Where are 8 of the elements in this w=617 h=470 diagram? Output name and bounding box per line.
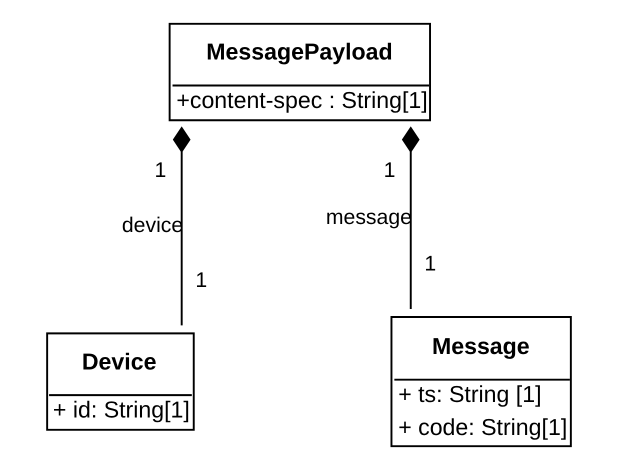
- label: 1: [154, 159, 166, 182]
- connector: [172, 126, 190, 326]
- label: 1: [424, 252, 436, 276]
- connector: [401, 126, 420, 310]
- label: 1: [194, 269, 207, 292]
- edge-label: device: [121, 214, 183, 238]
- label: 1: [383, 159, 395, 182]
- edge-label: message: [325, 206, 412, 229]
